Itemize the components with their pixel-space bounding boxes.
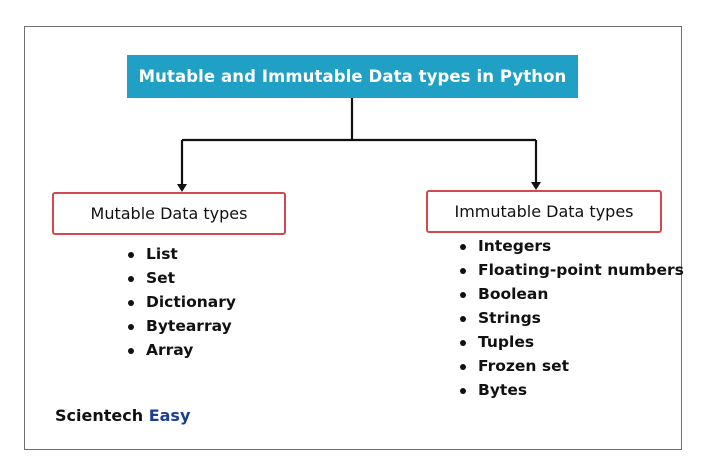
list-item: Frozen set — [456, 354, 684, 378]
list-item-label: Bytes — [478, 381, 528, 399]
bullet-icon — [460, 268, 466, 274]
list-item: Dictionary — [124, 290, 236, 314]
mutable-category-label: Mutable Data types — [90, 204, 248, 223]
left-arrowhead — [177, 184, 187, 192]
mutable-category-box: Mutable Data types — [52, 192, 286, 235]
brand-name-part2: Easy — [148, 406, 191, 425]
list-item: Tuples — [456, 330, 684, 354]
list-item-label: Dictionary — [146, 293, 236, 311]
list-item: Bytearray — [124, 314, 236, 338]
list-item-label: Frozen set — [478, 357, 570, 375]
list-item-label: Strings — [478, 309, 541, 327]
diagram-title: Mutable and Immutable Data types in Pyth… — [127, 55, 578, 98]
brand-logo-text: Scientech Easy — [55, 406, 190, 425]
immutable-types-list: Integers Floating-point numbers Boolean … — [456, 234, 684, 402]
list-item: Bytes — [456, 378, 684, 402]
list-item: List — [124, 242, 236, 266]
list-item: Strings — [456, 306, 684, 330]
list-item-label: Bytearray — [146, 317, 232, 335]
bullet-icon — [460, 292, 466, 298]
bullet-icon — [460, 244, 466, 250]
list-item-label: Integers — [478, 237, 552, 255]
bullet-icon — [128, 276, 134, 282]
immutable-category-box: Immutable Data types — [426, 190, 662, 233]
list-item: Boolean — [456, 282, 684, 306]
list-item-label: Tuples — [478, 333, 535, 351]
list-item: Set — [124, 266, 236, 290]
immutable-category-label: Immutable Data types — [454, 202, 634, 221]
list-item-label: Set — [146, 269, 176, 287]
list-item-label: Floating-point numbers — [478, 261, 684, 279]
mutable-types-list: List Set Dictionary Bytearray Array — [124, 242, 236, 362]
list-item: Floating-point numbers — [456, 258, 684, 282]
bullet-icon — [128, 300, 134, 306]
list-item-label: List — [146, 245, 178, 263]
bullet-icon — [128, 252, 134, 258]
bullet-icon — [460, 316, 466, 322]
bullet-icon — [460, 364, 466, 370]
bullet-icon — [128, 348, 134, 354]
bullet-icon — [460, 340, 466, 346]
bullet-icon — [460, 388, 466, 394]
list-item-label: Boolean — [478, 285, 549, 303]
bullet-icon — [128, 324, 134, 330]
right-arrowhead — [531, 182, 541, 190]
brand-name-part1: Scientech — [55, 406, 144, 425]
list-item-label: Array — [146, 341, 194, 359]
list-item: Integers — [456, 234, 684, 258]
list-item: Array — [124, 338, 236, 362]
